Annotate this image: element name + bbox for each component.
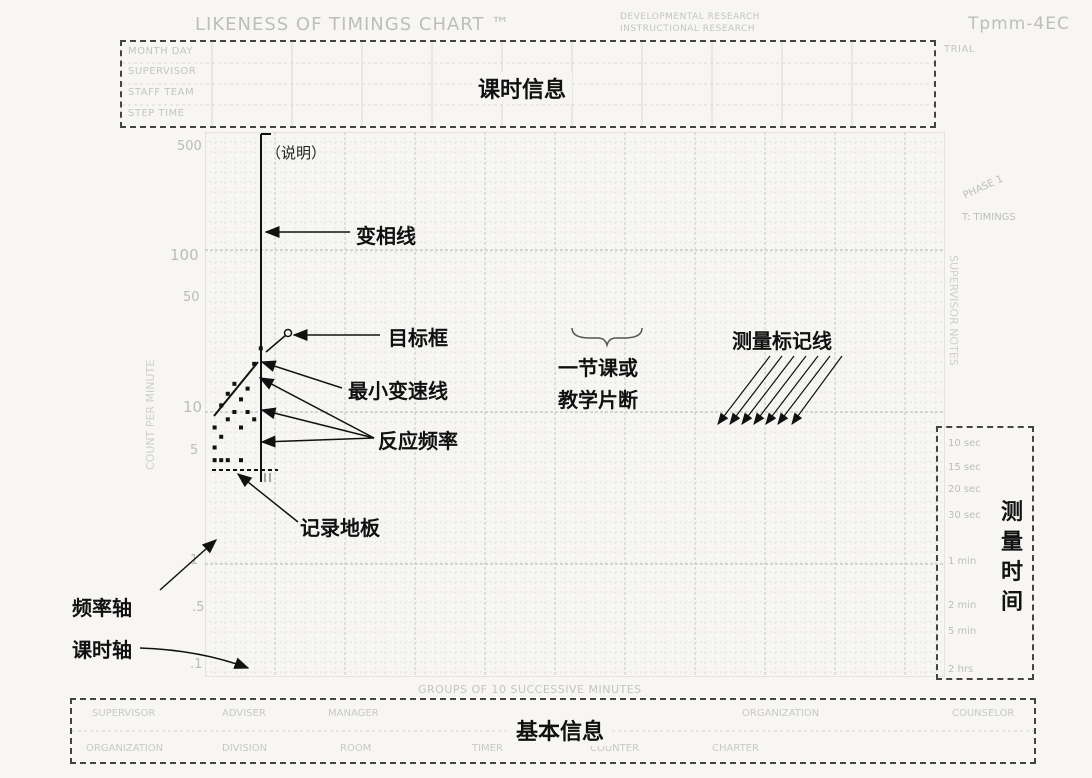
freq-axis-label: 频率轴 xyxy=(72,596,132,620)
time-axis-label: 课时轴 xyxy=(72,638,132,662)
bottom-r2-5: COUNTER xyxy=(590,743,640,754)
timing-lines-label: 测量标记线 xyxy=(732,329,832,353)
top-row-2: SUPERVISOR xyxy=(128,66,197,77)
time-tick-20s: 20 sec xyxy=(948,484,981,495)
legend-note: T: TIMINGS xyxy=(962,212,1016,223)
phase-note: PHASE 1 xyxy=(961,173,1005,202)
top-row-4: STEP TIME xyxy=(128,108,185,119)
header-small-1: DEVELOPMENTAL RESEARCH xyxy=(620,12,761,22)
bottom-r1-1: SUPERVISOR xyxy=(92,708,156,719)
measure-time-box: 10 sec 15 sec 20 sec 30 sec 1 min 2 min … xyxy=(936,426,1034,680)
time-tick-2h: 2 hrs xyxy=(948,664,974,675)
phase-line-label: 变相线 xyxy=(356,224,416,248)
y-tick-10: 10 xyxy=(183,398,203,416)
time-tick-2m: 2 min xyxy=(948,600,977,611)
time-tick-5m: 5 min xyxy=(948,626,977,637)
y-tick-0-1: .1 xyxy=(190,657,203,672)
y-tick-100: 100 xyxy=(170,246,199,264)
y-tick-1: 1 xyxy=(190,553,199,568)
bottom-r1-3: MANAGER xyxy=(328,708,379,719)
min-celeration-label: 最小变速线 xyxy=(348,379,448,403)
bottom-r2-2: DIVISION xyxy=(222,743,268,754)
y-tick-500: 500 xyxy=(177,139,202,154)
aim-box-label: 目标框 xyxy=(388,326,448,350)
measure-time-title: 测量时间 xyxy=(1000,500,1023,615)
top-right-note: TRIAL xyxy=(944,44,975,55)
y-tick-5: 5 xyxy=(190,443,199,458)
bottom-r2-1: ORGANIZATION xyxy=(86,743,164,754)
note-label: （说明） xyxy=(266,144,327,162)
basic-info-box: SUPERVISOR ADVISER MANAGER ORGANIZATION … xyxy=(70,698,1036,764)
top-row-3: STAFF TEAM xyxy=(128,87,195,98)
y-tick-50: 50 xyxy=(183,290,200,305)
vertical-note: SUPERVISOR NOTES xyxy=(947,255,960,366)
record-floor-label: 记录地板 xyxy=(300,516,380,540)
time-tick-30s: 30 sec xyxy=(948,510,981,521)
time-tick-10s: 10 sec xyxy=(948,438,981,449)
header-small-2: INSTRUCTIONAL RESEARCH xyxy=(620,24,756,34)
time-tick-1m: 1 min xyxy=(948,556,977,567)
response-freq-label: 反应频率 xyxy=(378,429,458,453)
basic-info-title: 基本信息 xyxy=(508,714,613,746)
top-row-1: MONTH DAY xyxy=(128,46,193,57)
y-axis-label: COUNT PER MINUTE xyxy=(144,359,157,470)
x-axis-label: GROUPS OF 10 SUCCESSIVE MINUTES xyxy=(418,683,642,696)
chart-grid xyxy=(205,132,945,677)
session-label-1: 一节课或 xyxy=(558,356,638,380)
bottom-r2-3: ROOM xyxy=(340,743,372,754)
lesson-info-box: MONTH DAY SUPERVISOR STAFF TEAM STEP TIM… xyxy=(120,40,936,128)
chart-code: Tpmm-4EC xyxy=(968,14,1070,34)
bottom-r1-5: COUNSELOR xyxy=(952,708,1015,719)
bottom-r2-6: CHARTER xyxy=(712,743,759,754)
bottom-r1-4: ORGANIZATION xyxy=(742,708,820,719)
bottom-r1-2: ADVISER xyxy=(222,708,266,719)
session-label-2: 教学片断 xyxy=(558,388,638,412)
y-tick-0-5: .5 xyxy=(192,600,205,615)
lesson-info-title: 课时信息 xyxy=(472,72,573,104)
time-tick-15s: 15 sec xyxy=(948,462,981,473)
chart-title: LIKENESS OF TIMINGS CHART ™ xyxy=(195,14,511,35)
bottom-r2-4: TIMER xyxy=(472,743,503,754)
